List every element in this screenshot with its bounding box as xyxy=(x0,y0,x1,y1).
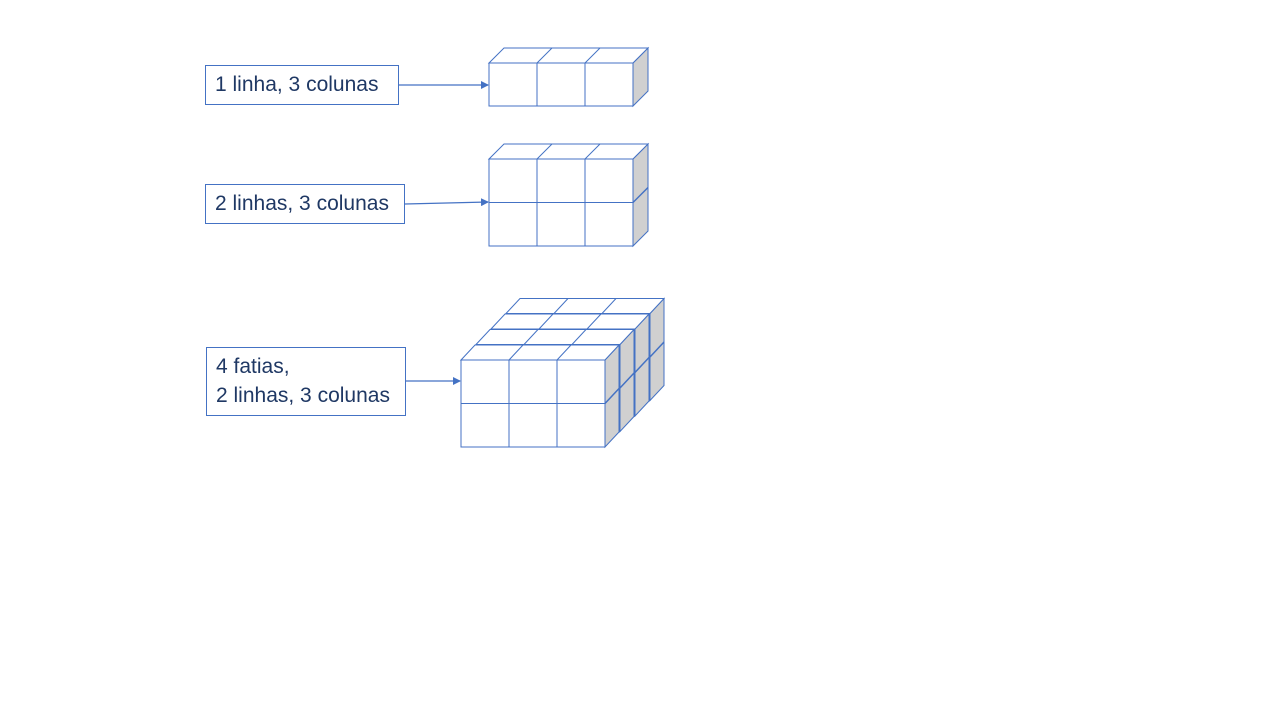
top-divider xyxy=(584,47,601,64)
slice-1 xyxy=(487,46,650,108)
arrow-to-matrix xyxy=(404,198,489,207)
block-matrix xyxy=(487,142,650,248)
cell xyxy=(488,202,538,247)
cell xyxy=(536,158,586,203)
arrows xyxy=(399,81,489,385)
top-divider xyxy=(553,298,569,314)
top-face xyxy=(459,344,621,361)
cell xyxy=(536,202,586,247)
block-tensor xyxy=(459,297,666,449)
label-3-text-line1: 4 fatias, xyxy=(216,355,290,378)
side-divider xyxy=(604,387,620,405)
cell xyxy=(488,62,538,107)
top-face xyxy=(504,298,666,314)
structures xyxy=(459,46,666,449)
label-2-text: 2 linhas, 3 colunas xyxy=(215,192,389,215)
side-divider xyxy=(634,356,650,374)
side-divider xyxy=(649,341,665,358)
top-face xyxy=(487,47,650,64)
cell xyxy=(584,62,634,107)
top-divider xyxy=(538,313,554,330)
block-vector xyxy=(487,46,650,108)
slice-1 xyxy=(487,142,650,248)
cell xyxy=(556,403,606,448)
cell xyxy=(508,403,558,448)
top-divider xyxy=(571,329,587,345)
cell xyxy=(488,158,538,203)
top-face xyxy=(474,329,636,345)
top-divider xyxy=(586,313,602,330)
top-divider xyxy=(584,143,601,160)
top-divider xyxy=(508,344,524,361)
top-divider xyxy=(601,298,617,314)
side-divider xyxy=(619,372,635,389)
top-divider xyxy=(523,329,539,345)
cell xyxy=(460,359,510,404)
label-3-text-line2: 2 linhas, 3 colunas xyxy=(216,384,390,407)
cell xyxy=(508,359,558,404)
top-divider xyxy=(536,143,553,160)
side-divider xyxy=(632,186,649,204)
top-divider xyxy=(536,47,553,64)
label-4-fatias-2-linhas-3-colunas: 4 fatias, 2 linhas, 3 colunas xyxy=(206,347,406,416)
cell xyxy=(536,62,586,107)
cell xyxy=(460,403,510,448)
top-divider xyxy=(556,344,572,361)
top-face xyxy=(489,313,651,330)
label-2-linhas-3-colunas: 2 linhas, 3 colunas xyxy=(205,184,405,224)
top-face xyxy=(487,143,650,160)
cell xyxy=(584,202,634,247)
slice-1 xyxy=(459,343,621,449)
label-1-linha-3-colunas: 1 linha, 3 colunas xyxy=(205,65,399,105)
cell xyxy=(584,158,634,203)
label-1-text: 1 linha, 3 colunas xyxy=(215,73,379,96)
cell xyxy=(556,359,606,404)
